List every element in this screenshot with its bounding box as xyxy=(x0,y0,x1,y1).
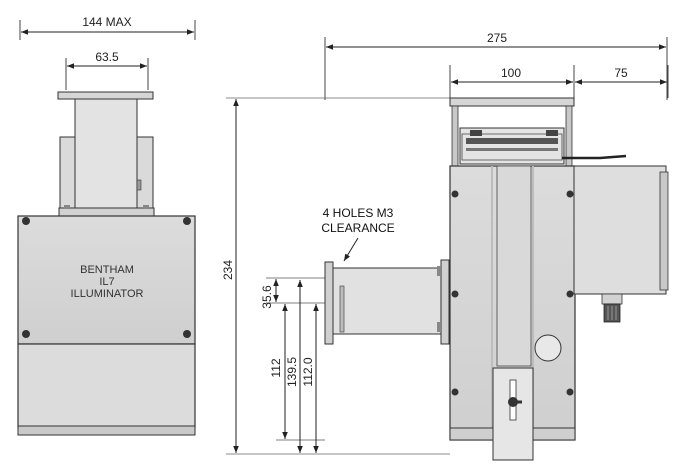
dimension-port-group: 35.6 112 139.5 112.0 xyxy=(260,277,333,453)
dimension-overall-width: 144 MAX xyxy=(19,15,196,40)
housing-screws xyxy=(22,217,191,338)
lamp-slider xyxy=(492,367,534,461)
port-dim-a-label: 112 xyxy=(269,358,283,377)
front-top-port xyxy=(57,91,155,217)
housing-label-brand: BENTHAM xyxy=(80,264,134,276)
height-label: 234 xyxy=(221,260,235,280)
callout-line2: CLEARANCE xyxy=(321,221,394,235)
overall-width-label: 144 MAX xyxy=(82,15,131,29)
dimension-rear-extension: 75 xyxy=(575,65,669,98)
side-housing xyxy=(449,165,669,441)
front-housing: BENTHAM IL7 ILLUMINATOR xyxy=(17,215,196,436)
housing-label-type: ILLUMINATOR xyxy=(71,288,144,300)
fan-assembly xyxy=(449,97,627,167)
port-width-label: 63.5 xyxy=(95,50,119,64)
front-view: 144 MAX 63.5 xyxy=(17,15,196,436)
housing-label-model: IL7 xyxy=(99,276,114,288)
rear-extension-label: 75 xyxy=(614,66,628,80)
side-view: 275 100 75 234 35.6 xyxy=(221,31,669,461)
callout-line1: 4 HOLES M3 xyxy=(323,206,394,220)
port-dim-b-label: 139.5 xyxy=(285,357,299,387)
holes-callout: 4 HOLES M3 CLEARANCE xyxy=(321,206,395,262)
dimension-overall-length: 275 xyxy=(324,31,668,100)
side-port xyxy=(324,259,450,345)
dimension-height: 234 xyxy=(221,97,450,455)
dimension-body-length: 100 xyxy=(449,65,575,98)
port-dim-c-label: 112.0 xyxy=(301,357,315,386)
flange-label: 35.6 xyxy=(260,285,274,309)
overall-length-label: 275 xyxy=(487,31,507,45)
dimension-port-width: 63.5 xyxy=(65,50,149,90)
body-length-label: 100 xyxy=(501,66,521,80)
adjust-knob xyxy=(601,293,623,323)
side-screws xyxy=(451,190,574,396)
